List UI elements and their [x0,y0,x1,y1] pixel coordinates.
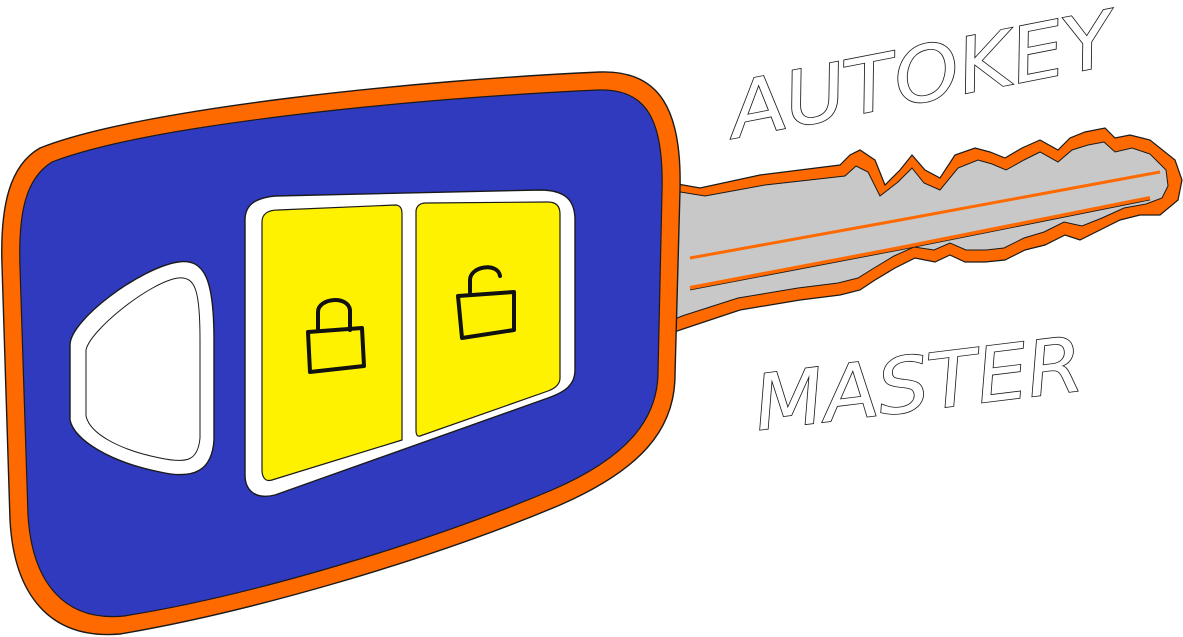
key-blade-groove-upper [689,170,1161,260]
unlock-button [415,201,561,437]
wordmark-top: AUTOKEY [716,0,1127,157]
lock-open-icon [456,265,516,340]
key-blade-groove-lower [689,196,1151,290]
lock-button [261,204,403,482]
panic-button [69,260,215,476]
wordmark-bottom: MASTER [749,319,1087,448]
key-blade-metal [667,141,1169,323]
key-blade [654,127,1183,341]
lock-closed-icon [306,298,366,374]
